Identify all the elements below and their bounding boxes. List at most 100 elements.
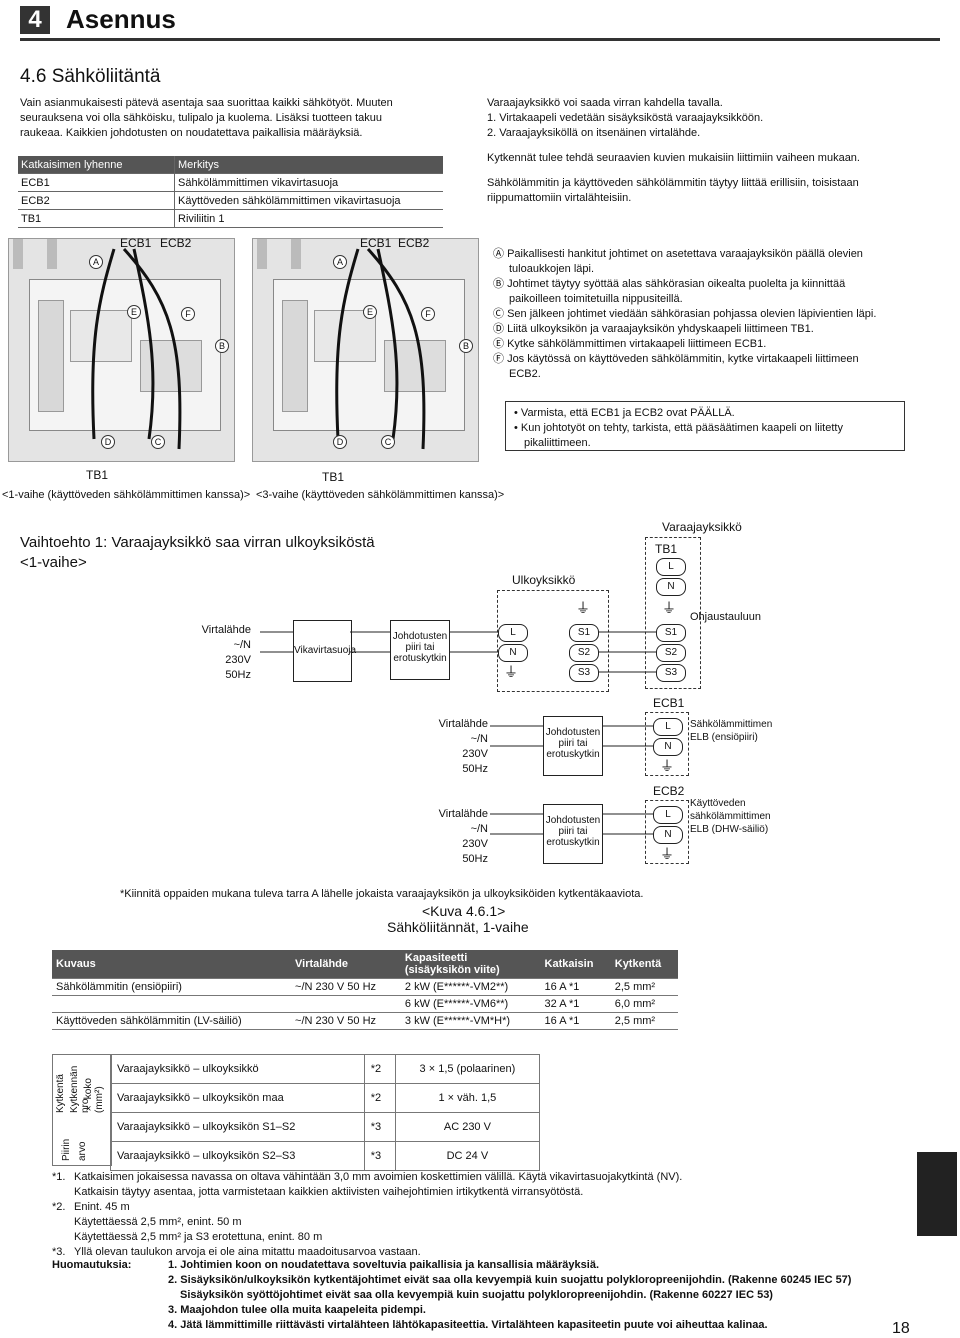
table-cell: Riviliitin 1 xyxy=(174,209,443,228)
diagram-title: Vaihtoehto 1: Varaajayksikkö saa virran … xyxy=(20,534,375,571)
pipe-icon xyxy=(13,239,23,269)
ground-icon: ⏚ xyxy=(576,600,590,616)
chapter-tab xyxy=(917,1152,957,1236)
marker-c: C xyxy=(381,435,395,449)
table-row: ECB1 Sähkölämmittimen vikavirtasuoja xyxy=(18,173,443,192)
marker-b: B xyxy=(459,339,473,353)
paragraph: 2. Varaajayksiköllä on itsenäinen virtal… xyxy=(487,127,701,139)
terminal-strip xyxy=(282,300,308,412)
table-row: ECB2 Käyttöveden sähkölämmittimen vikavi… xyxy=(18,191,443,210)
check-item: Varmista, että ECB1 ja ECB2 ovat PÄÄLLÄ. xyxy=(520,407,735,419)
side-label: Kytkentä xyxy=(55,1074,66,1113)
marker-d: D xyxy=(333,435,347,449)
photo-caption: <1-vaihe (käyttöveden sähkölämmittimen k… xyxy=(2,489,251,501)
table-header-cell: Virtalähde xyxy=(291,950,401,979)
tb1-label: TB1 xyxy=(322,470,345,484)
legend-item: Ⓑ Johtimet täytyy syöttää alas sähkörasi… xyxy=(493,278,846,305)
ecb1-label: ECB1 xyxy=(120,236,152,250)
terminal-s1: S1 xyxy=(569,624,599,642)
terminal-s2: S2 xyxy=(569,644,599,662)
legend-list: Ⓐ Paikallisesti hankitut johtimet on ase… xyxy=(493,247,933,382)
pipe-icon xyxy=(257,239,267,269)
side-label: Piirin xyxy=(61,1138,72,1161)
table-cell: ECB2 xyxy=(18,191,175,210)
ohjaustauluun-label: Ohjaustauluun xyxy=(690,611,761,623)
control-panel xyxy=(273,279,465,431)
spec-table: Kuvaus Virtalähde Kapasiteetti(sisäyksik… xyxy=(52,950,678,1030)
table-header-row: Kuvaus Virtalähde Kapasiteetti(sisäyksik… xyxy=(52,950,678,979)
ecb1-label: ECB1 xyxy=(360,236,392,250)
check-item-cont: pikaliittimeen. xyxy=(524,437,591,449)
table-row: Käyttöveden sähkölämmitin (LV-säiliö)~/N… xyxy=(52,1012,678,1030)
terminal-s1: S1 xyxy=(656,624,686,642)
marker-c: C xyxy=(151,435,165,449)
wire-table-side: Kytkentä Kytkennän nro × koko (mm²) Piir… xyxy=(52,1054,112,1166)
wiring-lines xyxy=(490,813,653,835)
terminal-l: L xyxy=(653,718,683,736)
ground-icon: ⏚ xyxy=(660,758,674,774)
wiring-lines xyxy=(260,631,656,673)
pipe-icon xyxy=(47,239,57,269)
marker-e: E xyxy=(363,305,377,319)
ecb2-label: ECB2 xyxy=(160,236,192,250)
ulkoyksikko-label: Ulkoyksikkö xyxy=(512,573,576,587)
table-header-cell: Kytkentä xyxy=(610,950,678,979)
outdoor-unit-block xyxy=(497,590,609,692)
header-rule xyxy=(20,38,940,41)
ecb2-label: ECB2 xyxy=(398,236,430,250)
pipe-icon xyxy=(291,239,301,269)
ecb2-block xyxy=(645,800,689,864)
footnotes: *1.Katkaisimen jokaisessa navassa on olt… xyxy=(52,1171,683,1258)
ecb1-block xyxy=(645,712,689,776)
ground-icon: ⏚ xyxy=(662,600,676,616)
remarks-list: 1. Johtimien koon on noudatettava sovelt… xyxy=(168,1259,852,1331)
figure-number: <Kuva 4.6.1> xyxy=(422,903,506,919)
table-header-cell: Merkitys xyxy=(174,156,443,174)
intro-line: seurauksena voi olla sähköisku, tulipalo… xyxy=(20,112,382,124)
paragraph: Varaajayksikkö voi saada virran kahdella… xyxy=(487,97,723,109)
ecb2-label: ECB2 xyxy=(653,784,685,798)
check-box: • Varmista, että ECB1 ja ECB2 ovat PÄÄLL… xyxy=(505,401,905,451)
table-row: Sähkölämmitin (ensiöpiiri)~/N 230 V 50 H… xyxy=(52,978,678,996)
ground-icon: ⏚ xyxy=(504,664,518,680)
paragraph: riippumattomiin virtalähteisiin. xyxy=(487,192,632,204)
table-header-cell: Katkaisimen lyhenne xyxy=(18,156,175,174)
wiring-lines xyxy=(335,247,426,450)
remarks-label: Huomautuksia: xyxy=(52,1259,132,1271)
wiring-lines xyxy=(91,247,182,450)
intro-line: Vain asianmukaisesti pätevä asentaja saa… xyxy=(20,97,393,109)
side-label: arvo xyxy=(77,1141,88,1161)
terminal-n: N xyxy=(653,826,683,844)
table-cell: TB1 xyxy=(18,209,175,228)
photo-caption: <3-vaihe (käyttöveden sähkölämmittimen k… xyxy=(256,489,505,501)
varaajayksikko-label: Varaajayksikkö xyxy=(662,520,742,534)
table-cell: ECB1 xyxy=(18,173,175,192)
marker-b: B xyxy=(215,339,229,353)
circuit-board xyxy=(314,310,376,362)
terminal-n: N xyxy=(498,644,528,662)
terminal-l: L xyxy=(656,558,686,576)
legend-item: Ⓓ Liitä ulkoyksikön ja varaajayksikön yh… xyxy=(493,323,814,335)
intro-text: Vain asianmukaisesti pätevä asentaja saa… xyxy=(20,96,460,141)
marker-e: E xyxy=(127,305,141,319)
legend-item: Ⓒ Sen jälkeen johtimet viedään sähkörasi… xyxy=(493,308,877,320)
chapter-title: Asennus xyxy=(66,4,176,34)
figure-title: Sähköliitännät, 1-vaihe xyxy=(387,919,529,935)
circuit-board xyxy=(70,310,132,362)
tb1-label: TB1 xyxy=(86,468,109,482)
table-header-cell: Kapasiteetti(sisäyksikön viite) xyxy=(400,950,541,979)
marker-a: A xyxy=(89,255,103,269)
marker-d: D xyxy=(101,435,115,449)
table-cell: Käyttöveden sähkölämmittimen vikavirtasu… xyxy=(174,191,443,210)
table-header-row: Katkaisimen lyhenne Merkitys xyxy=(18,156,443,174)
